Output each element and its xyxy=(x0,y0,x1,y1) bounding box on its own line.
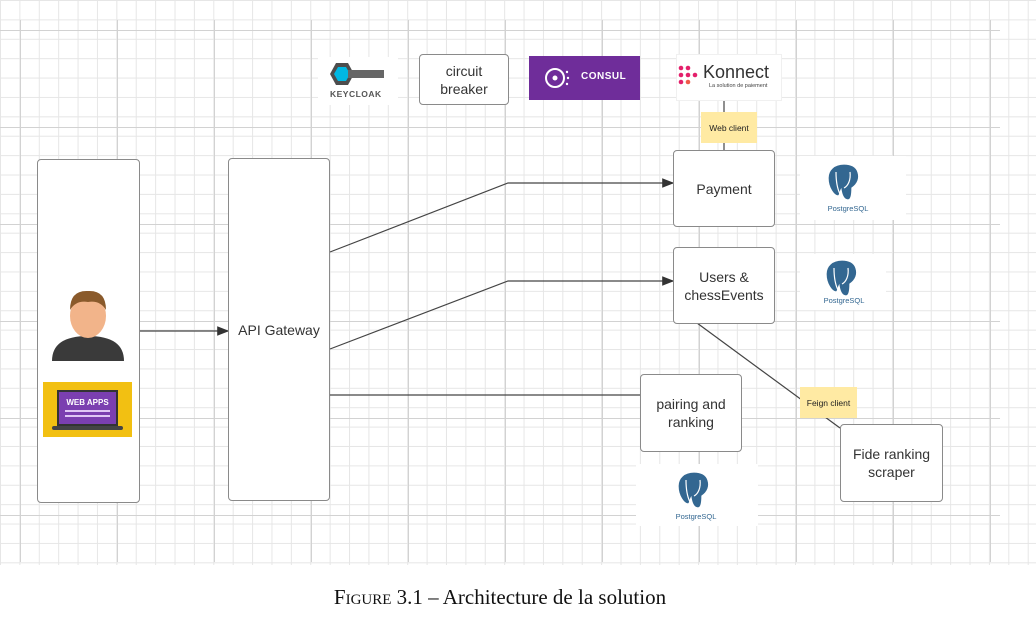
figure-caption: Figure 3.1 – Architecture de la solution xyxy=(0,585,1000,610)
fide-ranking-scraper-box: Fide ranking scraper xyxy=(840,424,943,502)
postgresql-label-payment: PostgreSQL xyxy=(827,204,869,213)
keycloak-logo: KEYCLOAK xyxy=(318,57,398,105)
pairing-ranking-label: pairing and ranking xyxy=(656,396,726,430)
web-client-label: Web client xyxy=(709,122,749,133)
feign-client-label: Feign client xyxy=(806,397,851,408)
web-apps-logo: WEB APPS xyxy=(43,382,132,437)
edge-gateway-users xyxy=(329,276,675,350)
konnect-tagline: La solution de paiement xyxy=(709,83,768,89)
users-chessevents-box: Users & chessEvents xyxy=(673,247,775,324)
users-chessevents-label: Users & chessEvents xyxy=(684,268,764,303)
konnect-logo: Konnect La solution de paiement xyxy=(677,55,781,100)
api-gateway-label: API Gateway xyxy=(238,321,320,338)
feign-client-note: Feign client xyxy=(800,387,857,418)
postgresql-logo-users: PostgreSQL xyxy=(800,254,886,310)
client-box xyxy=(37,159,140,503)
edge-gateway-payment xyxy=(329,178,675,253)
api-gateway-box: API Gateway xyxy=(228,158,330,501)
figure-caption-label: Figure 3.1 xyxy=(333,585,423,609)
konnect-label: Konnect xyxy=(703,62,770,82)
payment-label: Payment xyxy=(696,180,752,197)
figure-caption-text: – Architecture de la solution xyxy=(428,585,667,609)
postgresql-label-users: PostgreSQL xyxy=(823,296,865,305)
postgresql-logo-payment: PostgreSQL xyxy=(800,156,906,220)
circuit-breaker-box: circuit breaker xyxy=(419,54,509,105)
postgresql-logo-pairing: PostgreSQL xyxy=(636,464,758,526)
postgresql-label-pairing: PostgreSQL xyxy=(675,512,717,521)
consul-logo: CONSUL xyxy=(529,56,640,100)
web-client-note: Web client xyxy=(701,112,757,143)
fide-ranking-scraper-label: Fide ranking scraper xyxy=(852,446,931,480)
payment-box: Payment xyxy=(673,150,775,227)
consul-label: CONSUL xyxy=(581,71,627,82)
keycloak-label: KEYCLOAK xyxy=(330,89,382,99)
circuit-breaker-label: circuit breaker xyxy=(440,62,488,97)
pairing-ranking-box: pairing and ranking xyxy=(640,374,742,452)
web-apps-label: WEB APPS xyxy=(66,398,109,407)
